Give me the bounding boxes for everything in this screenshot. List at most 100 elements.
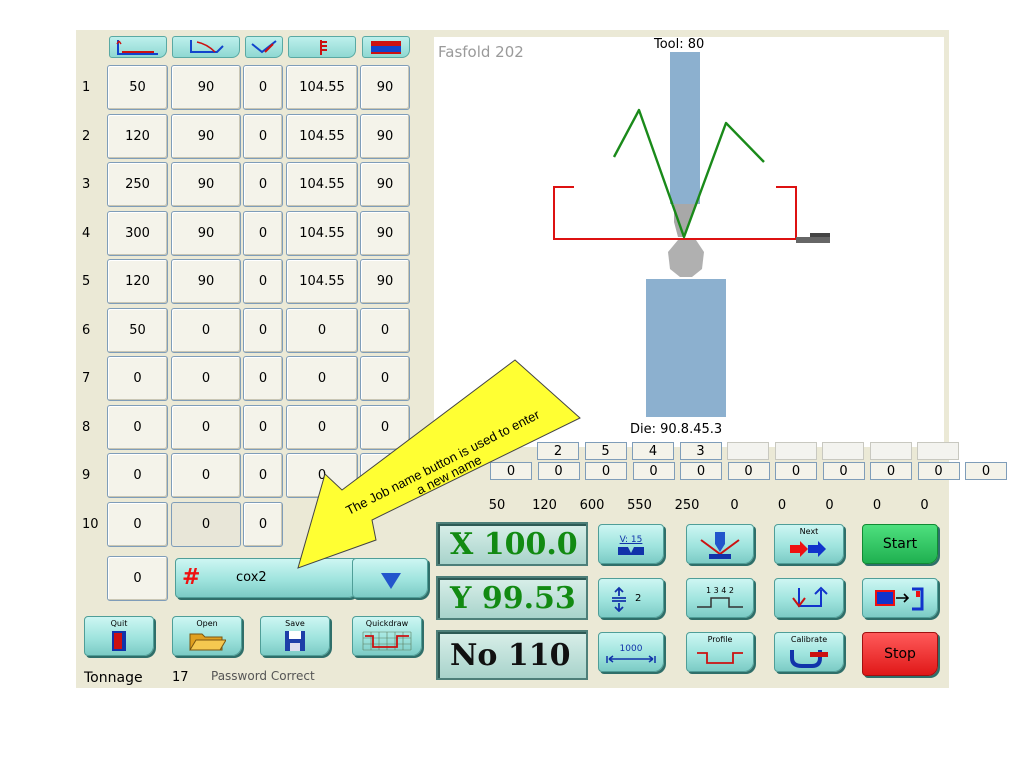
cell-depth[interactable]: 104.55: [286, 65, 358, 110]
return-flange-button[interactable]: [774, 578, 844, 618]
cell-angle[interactable]: 0: [171, 501, 241, 547]
sequence-value-cell[interactable]: 0: [680, 462, 722, 480]
stop-button[interactable]: Stop: [862, 632, 938, 676]
cell-angle[interactable]: 0: [171, 307, 241, 353]
cell-back[interactable]: 0: [360, 356, 410, 401]
tool-setup-button[interactable]: [686, 524, 754, 564]
cell-back[interactable]: 90: [360, 259, 410, 304]
floppy-disk-icon: [285, 630, 305, 651]
cell-type[interactable]: 0: [243, 210, 283, 256]
cell-depth[interactable]: 0: [286, 307, 358, 353]
next-button[interactable]: Next: [774, 524, 844, 564]
sequence-cell[interactable]: [917, 442, 959, 460]
quickdraw-button[interactable]: Quickdraw: [352, 616, 422, 656]
cell-length[interactable]: 0: [107, 453, 168, 498]
cell-back[interactable]: 90: [360, 65, 410, 110]
cell-back[interactable]: 90: [360, 113, 410, 159]
cell-angle[interactable]: 90: [171, 210, 241, 256]
cell-angle[interactable]: 90: [171, 259, 241, 304]
sequence-value-cell[interactable]: 0: [490, 462, 532, 480]
row-number: 6: [82, 322, 91, 338]
cell-length[interactable]: 50: [107, 307, 168, 353]
cell-type[interactable]: 0: [243, 113, 283, 159]
cell-type[interactable]: 0: [243, 65, 283, 110]
depth-column-header[interactable]: [288, 36, 356, 58]
sequence-value-cell[interactable]: 0: [965, 462, 1007, 480]
cell-length[interactable]: 300: [107, 210, 168, 256]
sequence-cell[interactable]: [822, 442, 864, 460]
cell-length[interactable]: 120: [107, 259, 168, 304]
cell-depth[interactable]: 0: [286, 404, 358, 450]
length-column-header[interactable]: [109, 36, 167, 58]
sequence-value-cell[interactable]: 0: [537, 462, 580, 480]
cell-length[interactable]: 0: [107, 404, 168, 450]
cell-type[interactable]: 0: [243, 259, 283, 304]
sequence-value-cell[interactable]: 0: [632, 462, 675, 480]
sequence-value-cell[interactable]: 0: [775, 462, 817, 480]
start-button[interactable]: Start: [862, 524, 938, 564]
cell-type[interactable]: 0: [243, 356, 283, 401]
bend-type-column-header[interactable]: [245, 36, 283, 58]
cell-depth[interactable]: 104.55: [286, 259, 358, 304]
job-name-button[interactable]: # cox2: [175, 558, 358, 598]
next-part-button[interactable]: [352, 558, 428, 598]
cell-type[interactable]: 0: [243, 453, 283, 498]
calibrate-button[interactable]: Calibrate: [774, 632, 844, 672]
job-name-label: cox2: [236, 570, 267, 585]
angle-column-header[interactable]: [172, 36, 240, 58]
cell-back[interactable]: 90: [360, 162, 410, 207]
sequence-cell[interactable]: [869, 442, 912, 460]
cell-back[interactable]: 0: [360, 307, 410, 353]
cell-angle[interactable]: 90: [171, 113, 241, 159]
cell-depth[interactable]: 104.55: [286, 210, 358, 256]
sequence-value-cell[interactable]: 0: [585, 462, 627, 480]
cell-type[interactable]: 0: [243, 501, 283, 547]
length-value: 600: [579, 498, 605, 513]
quit-button[interactable]: Quit: [84, 616, 154, 656]
cell-angle[interactable]: 0: [171, 404, 241, 450]
sequence-value-cell[interactable]: 0: [822, 462, 865, 480]
length-value: 0: [730, 498, 739, 513]
cell-back[interactable]: 90: [360, 210, 410, 256]
v-die-button[interactable]: V: 15: [598, 524, 664, 564]
cell-angle[interactable]: 0: [171, 356, 241, 401]
cell-type[interactable]: 0: [243, 162, 283, 207]
bend-order-button[interactable]: 1 3 4 2: [686, 578, 754, 618]
cell-angle[interactable]: 90: [171, 65, 241, 110]
backgauge-column-header[interactable]: [362, 36, 410, 58]
cell-angle[interactable]: 0: [171, 453, 241, 498]
stack-button[interactable]: 2: [598, 578, 664, 618]
sequence-cell[interactable]: 3: [679, 442, 722, 460]
cell-type[interactable]: 0: [243, 307, 283, 353]
save-button[interactable]: Save: [260, 616, 330, 656]
sequence-value-cell[interactable]: 0: [917, 462, 960, 480]
start-label: Start: [882, 536, 918, 552]
cell-depth[interactable]: 0: [286, 453, 358, 498]
sequence-cell[interactable]: 5: [584, 442, 627, 460]
open-button[interactable]: Open: [172, 616, 242, 656]
sequence-value-cell[interactable]: 0: [870, 462, 912, 480]
cell-length[interactable]: 250: [107, 162, 168, 207]
cell-type[interactable]: 0: [243, 404, 283, 450]
profile-button[interactable]: Profile: [686, 632, 754, 672]
cell-length[interactable]: 120: [107, 113, 168, 159]
sequence-cell[interactable]: [774, 442, 817, 460]
cell-length[interactable]: 0: [107, 356, 168, 401]
cell-length[interactable]: 0: [107, 501, 168, 547]
cell-depth[interactable]: 104.55: [286, 162, 358, 207]
sequence-value-cell[interactable]: 0: [727, 462, 770, 480]
sequence-cell[interactable]: 2: [537, 442, 579, 460]
quickdraw-label: Quickdraw: [365, 619, 409, 628]
length-1000-button[interactable]: 1000: [598, 632, 664, 672]
cell-angle[interactable]: 90: [171, 162, 241, 207]
gauge-move-button[interactable]: [862, 578, 938, 618]
cell-depth[interactable]: 104.55: [286, 113, 358, 159]
row-number: 1: [82, 80, 91, 95]
extra-length-cell[interactable]: 0: [107, 556, 168, 601]
cell-depth[interactable]: 0: [286, 356, 358, 401]
cell-length[interactable]: 50: [107, 65, 168, 110]
sequence-cell[interactable]: [727, 442, 769, 460]
v-label: V: 15: [619, 534, 643, 545]
cell-back[interactable]: 0: [360, 404, 410, 450]
sequence-cell[interactable]: 4: [632, 442, 674, 460]
